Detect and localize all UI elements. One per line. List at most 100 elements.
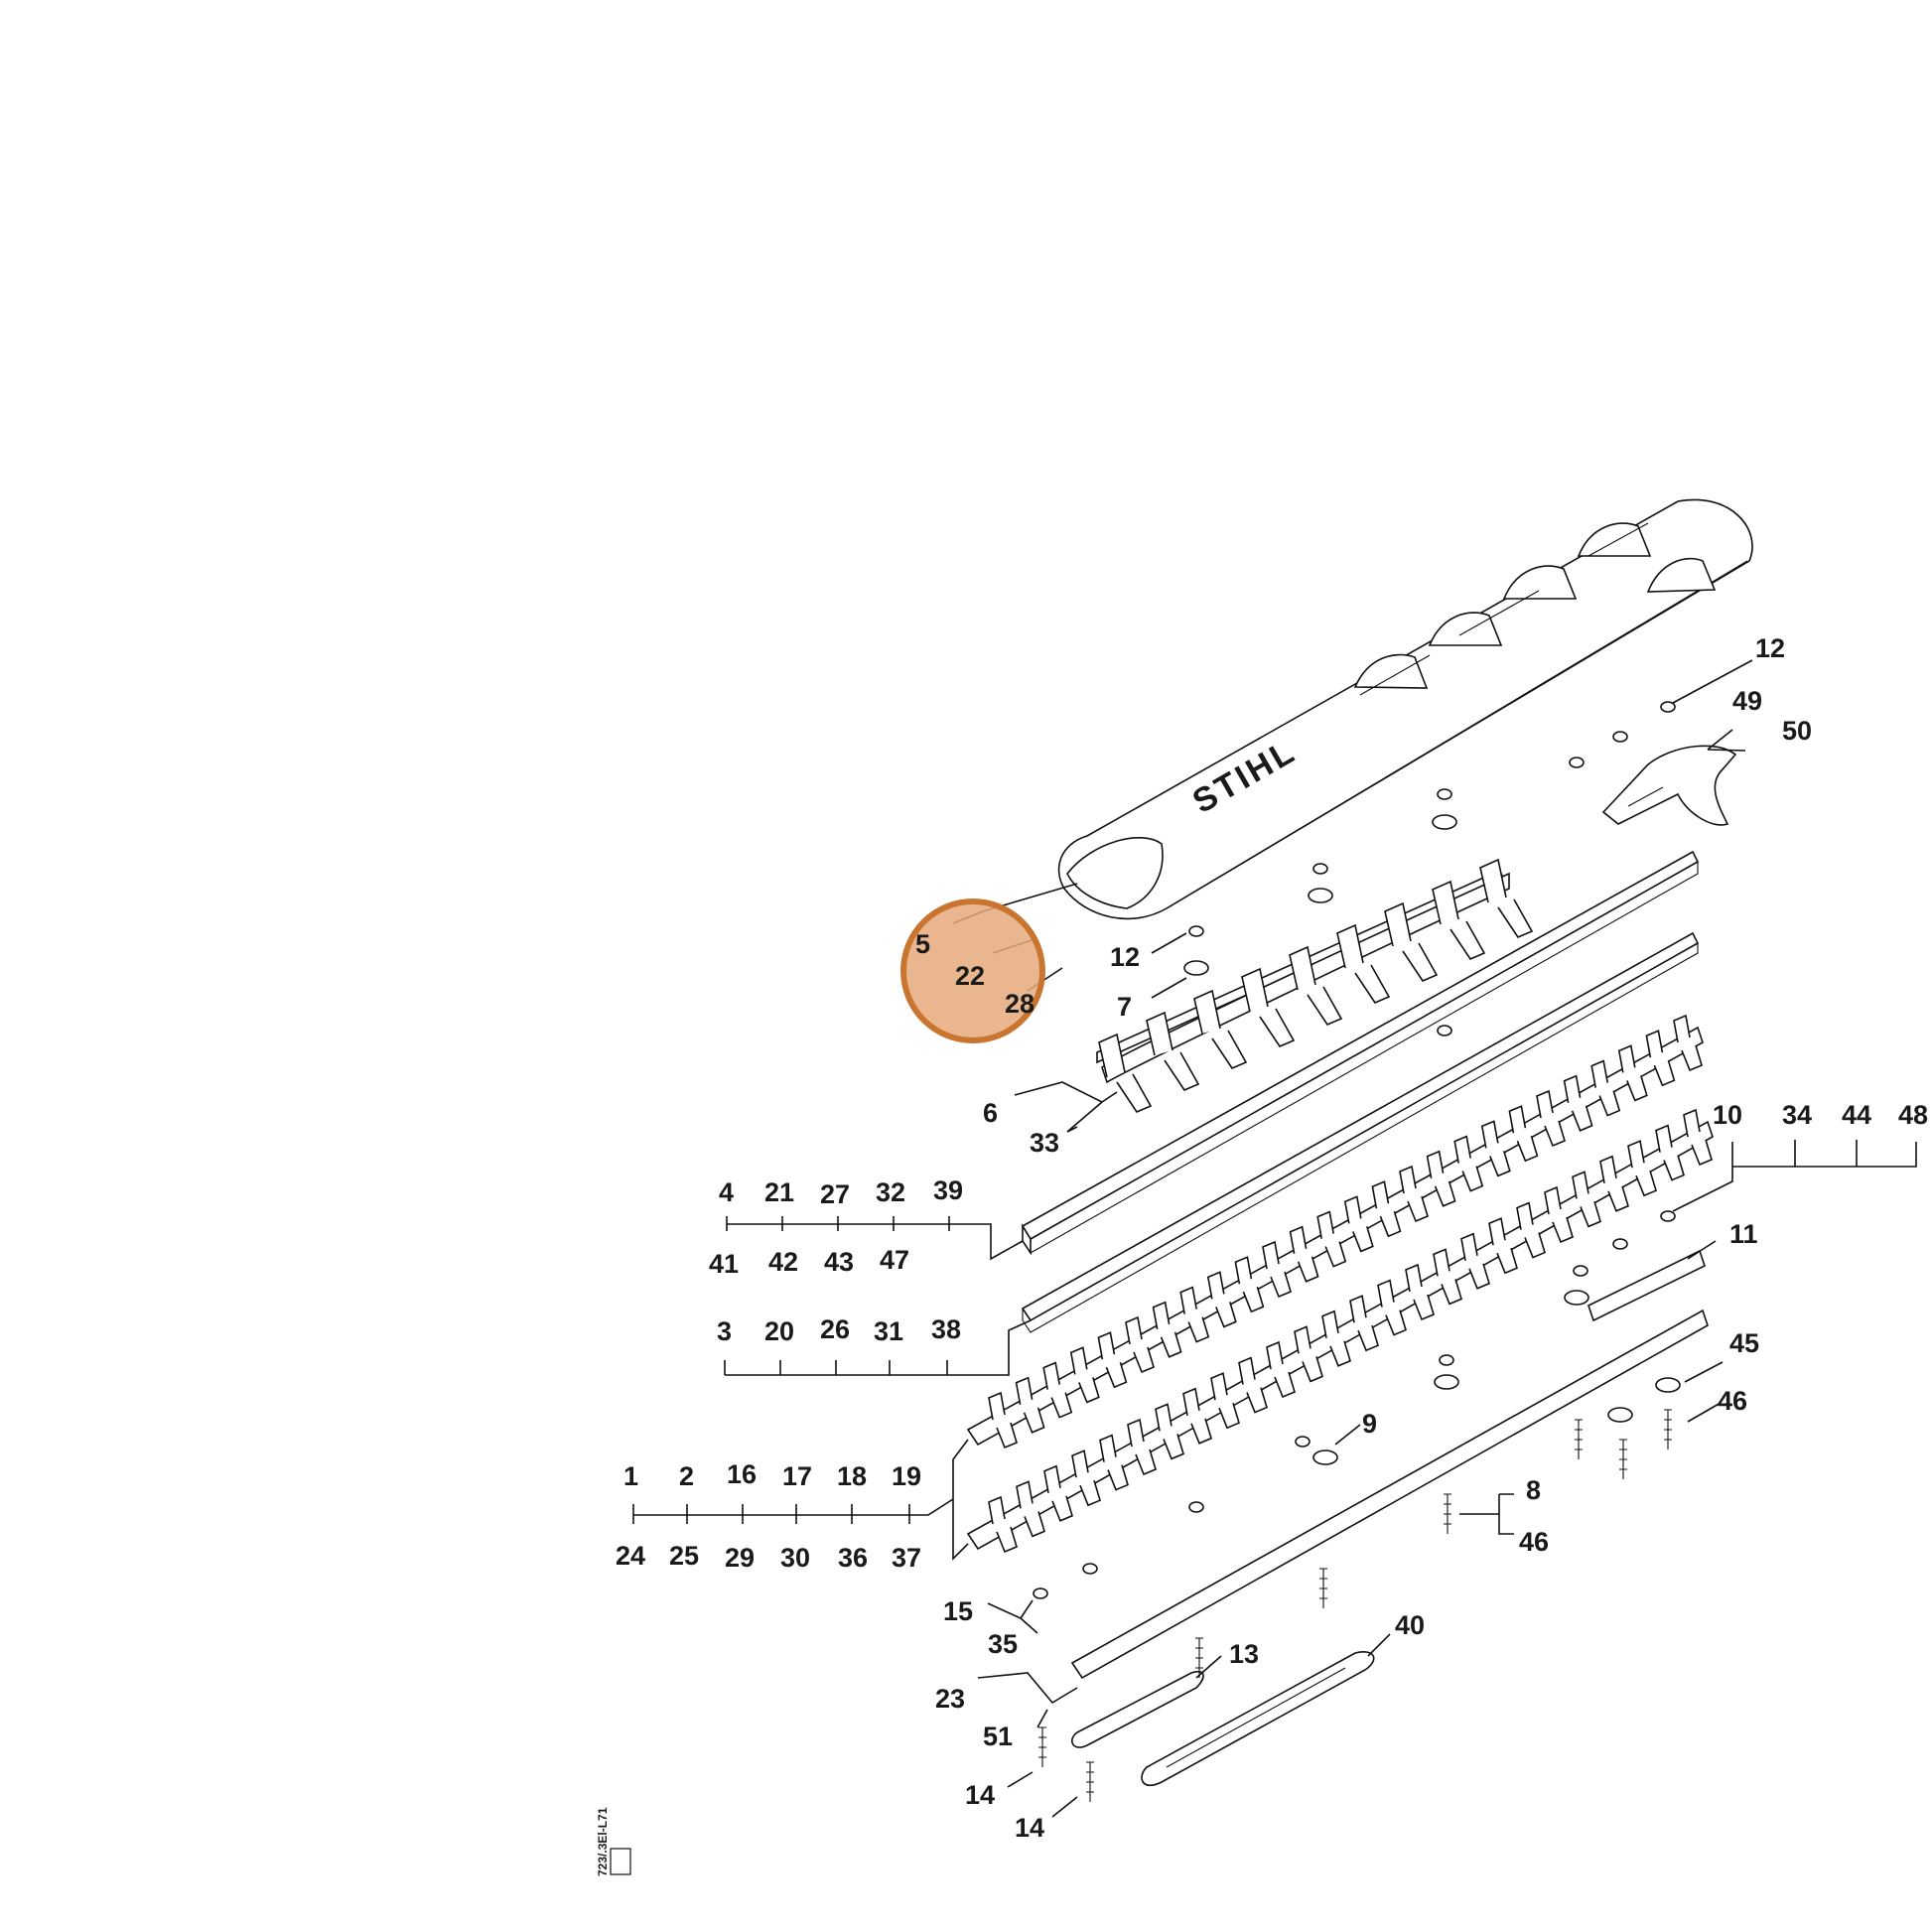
screw <box>1575 1419 1583 1459</box>
blade-tooth <box>1152 1301 1182 1358</box>
washer <box>1312 1449 1338 1465</box>
hardware <box>1033 701 1681 1802</box>
callout-48: 48 <box>1898 1100 1928 1130</box>
cutter-tooth <box>1289 945 1343 1026</box>
callout-27: 27 <box>820 1179 850 1209</box>
blade-tooth <box>1433 1248 1462 1306</box>
blade-tooth <box>1125 1315 1155 1374</box>
cutter-tooth <box>1384 901 1439 982</box>
callout-43: 43 <box>824 1247 854 1277</box>
screw <box>1619 1439 1627 1479</box>
blade-tooth <box>1508 1105 1539 1163</box>
washer <box>1607 1407 1633 1423</box>
blade-tooth <box>1042 1361 1073 1419</box>
callout-14: 14 <box>965 1780 995 1810</box>
blade-tooth <box>1262 1240 1292 1299</box>
blade-tooth <box>1683 1108 1713 1167</box>
blade-tooth <box>1015 1376 1045 1434</box>
blade-tooth <box>1316 1210 1347 1268</box>
slotted-plate-40 <box>1141 1651 1375 1787</box>
screw <box>1444 1493 1451 1534</box>
blade-tooth <box>1645 1030 1676 1087</box>
cutter-tooth <box>1432 880 1486 960</box>
callout-17: 17 <box>782 1461 812 1491</box>
upper-blade-assembly <box>1096 858 1534 1113</box>
nut <box>1188 925 1204 937</box>
blade-tooth <box>1182 1387 1212 1445</box>
blade-tooth <box>1544 1185 1574 1244</box>
blade-tooth <box>1206 1271 1237 1328</box>
callout-7: 7 <box>1117 992 1132 1022</box>
slot-40 <box>1166 1667 1346 1768</box>
spacer-plate-11 <box>1587 1249 1706 1322</box>
nut <box>1312 863 1328 875</box>
washer <box>1432 814 1457 830</box>
callout-12: 12 <box>1755 633 1785 663</box>
blade-tooth <box>1343 1195 1374 1253</box>
callout-44: 44 <box>1842 1100 1871 1130</box>
callout-18: 18 <box>837 1461 867 1491</box>
cutting-blade-upper <box>966 1014 1704 1449</box>
callout-28: 28 <box>1005 989 1035 1019</box>
nut <box>1569 757 1585 768</box>
blade-tooth <box>1536 1089 1566 1148</box>
callout-10: 10 <box>1713 1100 1742 1130</box>
blade-tooth <box>1617 1044 1648 1102</box>
blade-tooth <box>1238 1356 1268 1414</box>
callout-16: 16 <box>727 1459 757 1489</box>
blade-tooth <box>988 1391 1018 1449</box>
blade-tooth <box>1371 1180 1402 1238</box>
screw <box>1664 1409 1672 1449</box>
callout-2: 2 <box>679 1461 694 1491</box>
callout-labels: 12 49 50 5 22 28 12 7 6 33 10 34 44 48 4… <box>616 633 1928 1843</box>
blade-tooth <box>1294 1325 1323 1383</box>
callout-33: 33 <box>1030 1128 1059 1158</box>
callout-4: 4 <box>719 1177 734 1207</box>
blade-tooth <box>988 1495 1018 1554</box>
blade-tooth <box>1399 1165 1429 1223</box>
callout-46: 46 <box>1718 1386 1747 1416</box>
blade-tooth <box>1572 1171 1601 1228</box>
callout-36: 36 <box>838 1543 868 1573</box>
gear-guard <box>1601 745 1737 826</box>
callout-49: 49 <box>1732 686 1762 716</box>
washer <box>1183 960 1209 976</box>
screw <box>1038 1726 1046 1767</box>
nut <box>1188 1501 1204 1513</box>
washer <box>1655 1377 1681 1393</box>
callout-40: 40 <box>1395 1610 1425 1640</box>
drawing-code-box <box>610 1848 631 1875</box>
cutter-tooth <box>1336 923 1391 1004</box>
blade-tooth <box>1516 1201 1546 1259</box>
screw <box>1319 1568 1327 1608</box>
blade-tooth <box>1349 1295 1379 1352</box>
blade-tooth <box>1097 1331 1128 1389</box>
blade-tooth <box>1599 1155 1629 1212</box>
nut <box>1612 1238 1628 1250</box>
callout-23: 23 <box>935 1684 965 1714</box>
plate-13 <box>1071 1670 1204 1748</box>
nut <box>1033 1587 1048 1599</box>
callout-19: 19 <box>892 1461 921 1491</box>
nut <box>1660 701 1676 713</box>
lower-guard-strip <box>1070 1309 1709 1680</box>
callout-11: 11 <box>1729 1219 1758 1249</box>
callout-13: 13 <box>1229 1639 1259 1669</box>
highlight-marker[interactable] <box>900 898 1045 1043</box>
blade-tooth <box>1071 1449 1101 1507</box>
callout-47: 47 <box>880 1245 909 1275</box>
blade-tooth <box>1099 1434 1129 1491</box>
blade-tooth <box>1426 1150 1456 1207</box>
callout-15: 15 <box>943 1596 973 1626</box>
callout-31: 31 <box>874 1316 903 1346</box>
blade-tooth <box>1069 1346 1100 1404</box>
callout-6: 6 <box>983 1098 998 1128</box>
screw <box>1086 1761 1094 1802</box>
nut <box>1612 731 1628 743</box>
blade-tooth <box>1627 1140 1657 1197</box>
callout-22: 22 <box>955 961 985 991</box>
blade-tooth <box>1210 1372 1240 1430</box>
washer <box>1564 1290 1589 1306</box>
blade-tooth <box>1655 1124 1685 1181</box>
